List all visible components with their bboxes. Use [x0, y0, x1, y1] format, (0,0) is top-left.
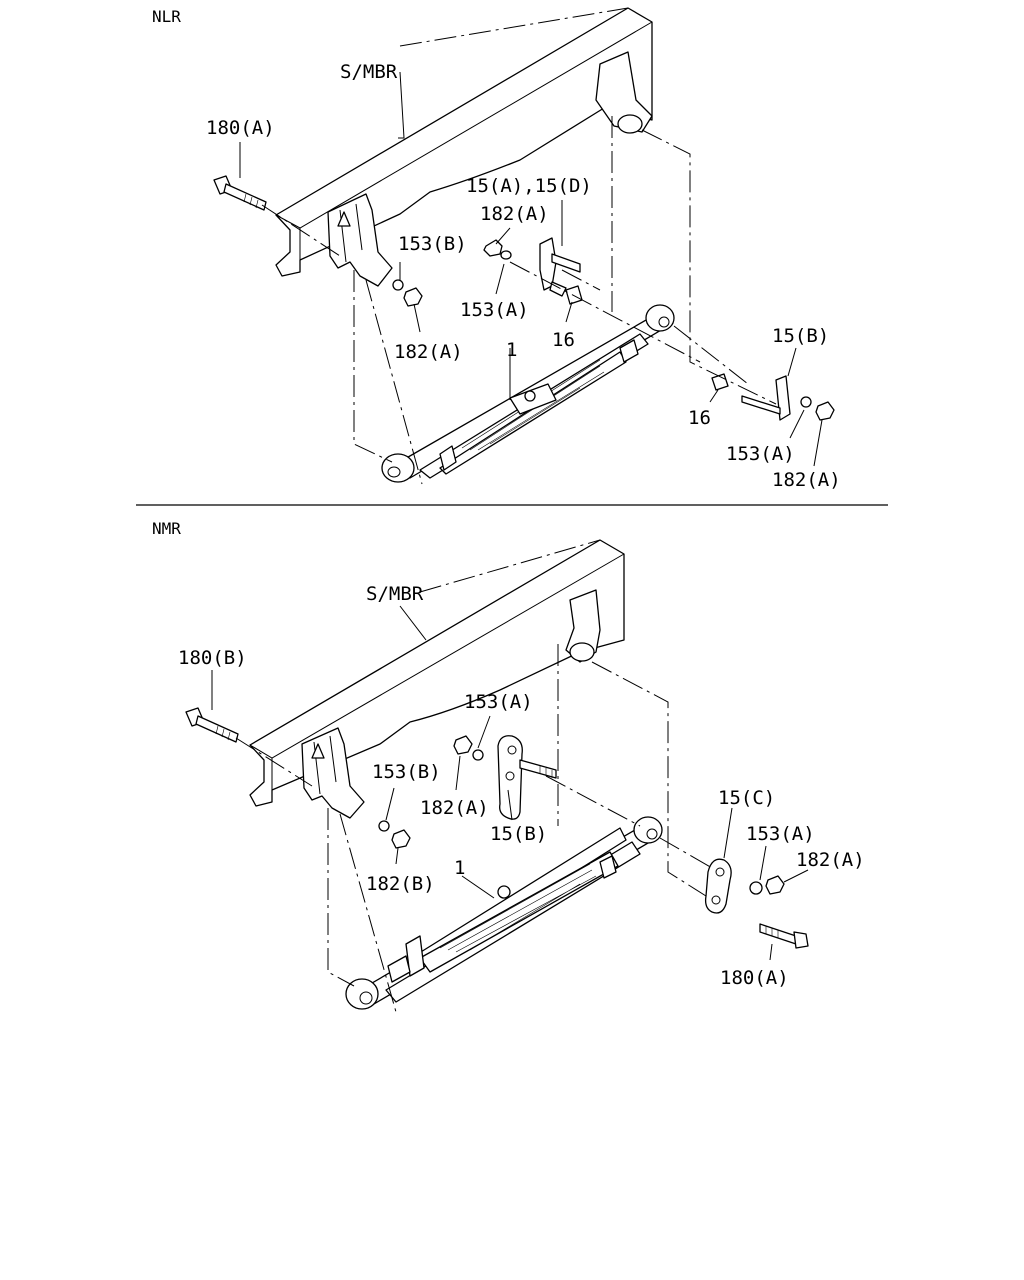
label-182a-inner-nmr: 182(A) — [420, 797, 489, 819]
assembly-lines-nmr — [235, 539, 713, 1013]
assembly-lines-nlr — [261, 7, 777, 485]
nut-182a-inner-nmr — [453, 735, 473, 755]
label-15b-inner-nmr: 15(B) — [490, 823, 547, 845]
bolt-180a-rear — [759, 923, 809, 949]
label-15b-outer-nlr: 15(B) — [772, 325, 829, 347]
washer-153b-front — [392, 279, 404, 291]
rear-hanger-bracket-nmr — [565, 589, 601, 663]
section-title-nlr: NLR — [152, 7, 181, 26]
front-hanger-bracket-nmr — [301, 727, 365, 819]
section-nlr: NLR — [152, 7, 841, 491]
label-180a-rear: 180(A) — [720, 967, 789, 989]
label-180a-nlr: 180(A) — [206, 117, 275, 139]
washer-153a-inner-nmr — [472, 749, 484, 761]
label-182a-outer-nlr: 182(A) — [772, 469, 841, 491]
nut-182b-front — [391, 829, 411, 849]
shackle-15b-outer — [741, 375, 791, 421]
nut-182a-shackle — [483, 239, 503, 257]
washer-153a-outer — [800, 396, 812, 408]
shackle-15c-outer — [704, 858, 732, 914]
front-hanger-bracket — [327, 193, 393, 287]
label-180b-nmr: 180(B) — [178, 647, 247, 669]
frame-side-member-nmr — [249, 539, 625, 807]
washer-153b-front-nmr — [378, 820, 390, 832]
label-182a-shackle: 182(A) — [480, 203, 549, 225]
nut-182a-outer-nmr — [765, 875, 785, 895]
label-spring-nmr: 1 — [454, 857, 465, 879]
label-15c-outer: 15(C) — [718, 787, 775, 809]
section-nmr: NMR — [152, 519, 865, 1013]
shackle-15b-inner-nmr — [497, 735, 557, 820]
label-16-inner: 16 — [552, 329, 575, 351]
label-153a-outer-nmr: 153(A) — [746, 823, 815, 845]
label-smbr-nmr: S/MBR — [366, 583, 424, 605]
bolt-180b-front — [185, 707, 239, 743]
label-182a-front-nlr: 182(A) — [394, 341, 463, 363]
leader-lines-nlr — [239, 71, 823, 467]
rear-hanger-bracket — [595, 51, 653, 134]
label-153b-nlr: 153(B) — [398, 233, 467, 255]
section-title-nmr: NMR — [152, 519, 181, 538]
label-15a-15d: 15(A),15(D) — [466, 175, 592, 197]
washer-153a-inner — [500, 250, 512, 260]
leader-lines-nmr — [211, 605, 809, 961]
bushing-16-inner — [565, 285, 583, 305]
label-spring-nlr: 1 — [506, 339, 517, 361]
bushing-16-outer — [711, 373, 729, 391]
nut-182a-outer — [815, 401, 835, 421]
label-153a-inner-nlr: 153(A) — [460, 299, 529, 321]
label-182b-nmr: 182(B) — [366, 873, 435, 895]
bolt-180a-front — [213, 175, 267, 211]
nut-182a-front — [403, 287, 423, 307]
label-smbr-nlr: S/MBR — [340, 61, 398, 83]
label-153b-nmr: 153(B) — [372, 761, 441, 783]
label-16-outer: 16 — [688, 407, 711, 429]
leaf-spring-nmr — [345, 816, 663, 1010]
label-182a-outer-nmr: 182(A) — [796, 849, 865, 871]
label-153a-inner-nmr: 153(A) — [464, 691, 533, 713]
washer-153a-outer-nmr — [749, 881, 763, 895]
leaf-spring-nlr — [381, 304, 675, 483]
label-153a-outer-nlr: 153(A) — [726, 443, 795, 465]
